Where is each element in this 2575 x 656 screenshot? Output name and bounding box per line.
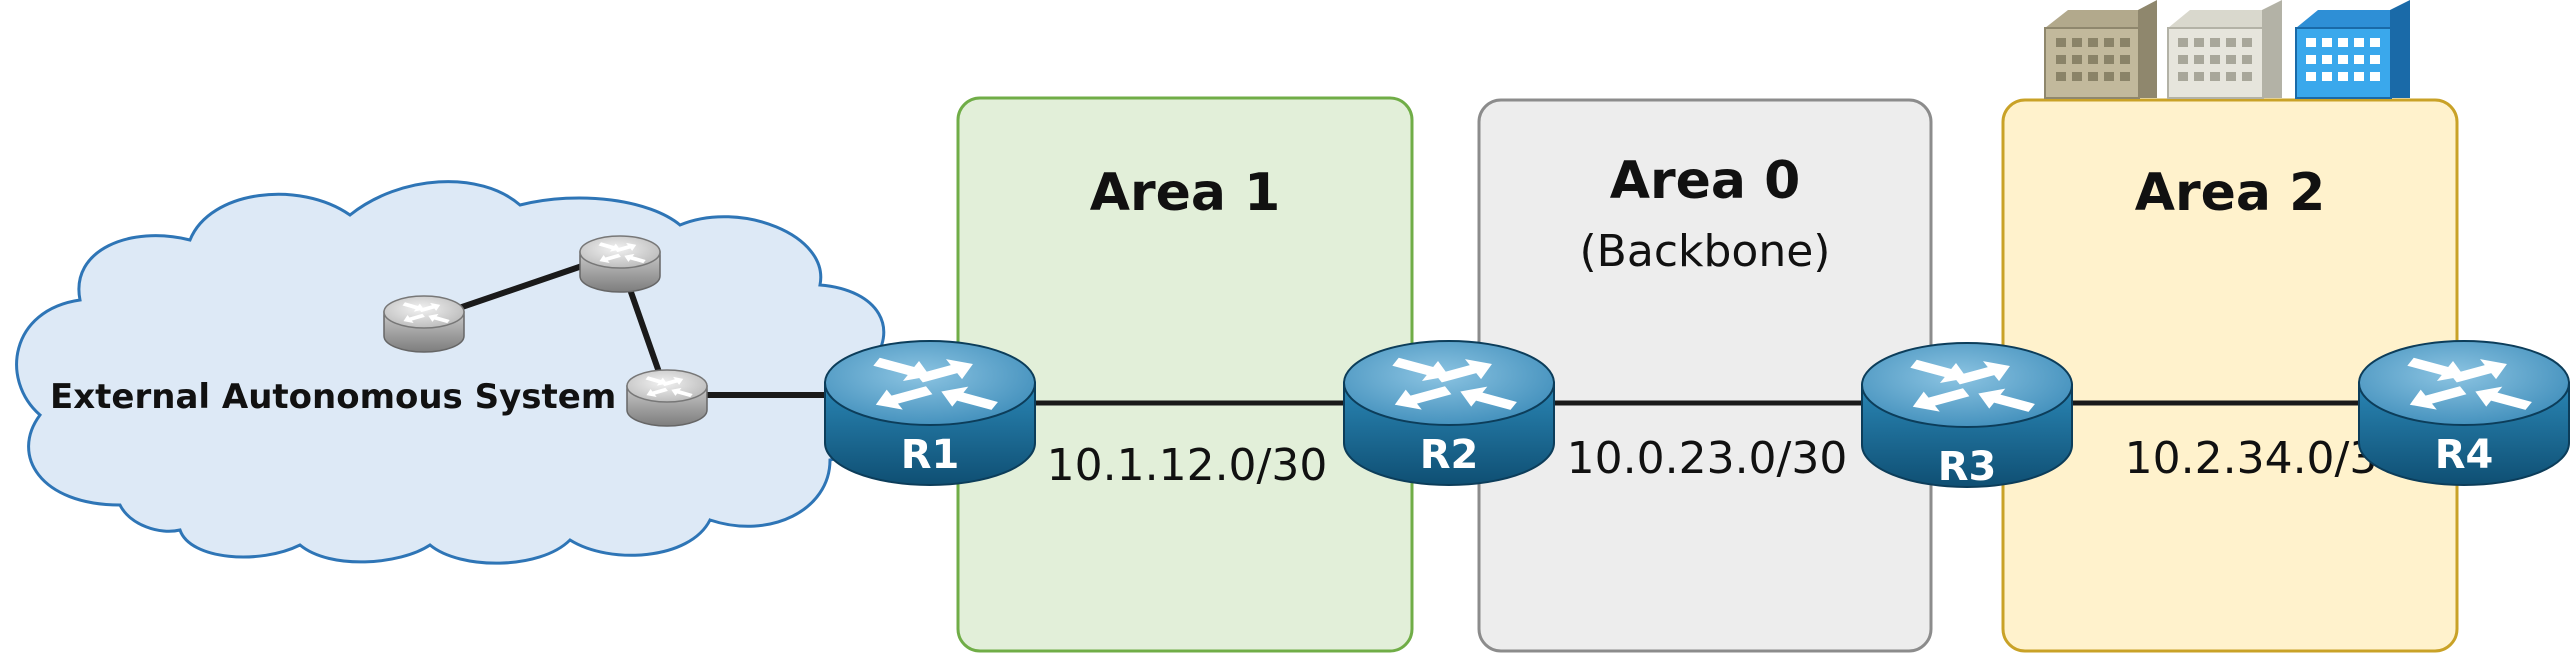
small-router-icon	[627, 370, 707, 426]
router-label: R3	[1938, 444, 1997, 490]
building-icon	[2295, 0, 2410, 99]
link-r1-r2: 10.1.12.0/30	[1030, 400, 1350, 491]
router-r2[interactable]: R2	[1344, 341, 1554, 485]
small-router-icon	[580, 236, 660, 292]
router-label: R4	[2435, 432, 2494, 478]
subnet-label: 10.1.12.0/30	[1047, 440, 1328, 491]
area-2-box: Area 2	[2001, 98, 2459, 653]
router-label: R2	[1420, 432, 1479, 478]
router-label: R1	[901, 432, 960, 478]
cloud-icon: External Autonomous System	[15, 180, 886, 565]
router-r4[interactable]: R4	[2359, 341, 2569, 485]
router-r3[interactable]: R3	[1862, 343, 2072, 490]
router-r1[interactable]: R1	[825, 341, 1035, 485]
small-router-icon	[384, 296, 464, 352]
area-0-subtitle: (Backbone)	[1580, 226, 1831, 277]
area-0-box: Area 0 (Backbone)	[1477, 98, 1933, 653]
external-as-label: External Autonomous System	[50, 377, 616, 417]
building-icon	[2044, 0, 2157, 99]
building-icon	[2167, 0, 2282, 99]
link-r2-r3: 10.0.23.0/30	[1550, 400, 1870, 484]
link-r3-r4: 10.2.34.0/30	[2070, 400, 2405, 484]
area-1-title: Area 1	[1090, 163, 1281, 223]
subnet-label: 10.0.23.0/30	[1567, 433, 1848, 484]
area-0-title: Area 0	[1610, 151, 1801, 211]
area-2-title: Area 2	[2135, 163, 2326, 223]
